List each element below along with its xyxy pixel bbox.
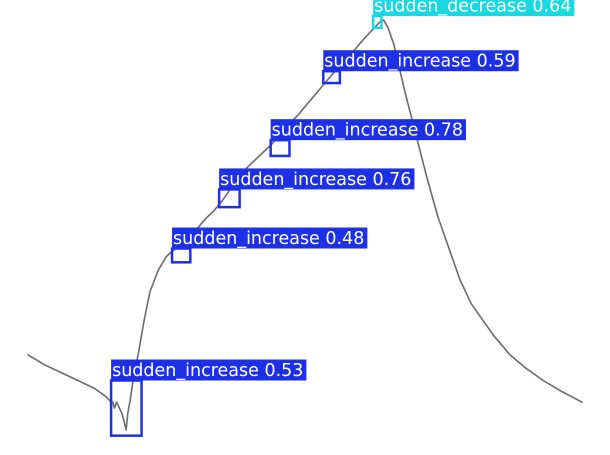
detection-box-0 <box>371 14 383 30</box>
detection-label-2: sudden_increase 0.78 <box>272 121 463 141</box>
detection-label-0: sudden_decrease 0.64 <box>374 0 571 17</box>
detection-label-3: sudden_increase 0.76 <box>220 170 411 190</box>
detection-label-bg-5 <box>111 359 307 381</box>
detection-label-bg-0 <box>373 0 575 17</box>
detection-box-4 <box>170 247 192 264</box>
detection-label-bg-1 <box>323 50 519 72</box>
detection-label-bg-4 <box>172 227 368 249</box>
detection-label-bg-3 <box>219 168 415 190</box>
detection-label-bg-2 <box>270 119 466 141</box>
detection-label-4: sudden_increase 0.48 <box>173 229 364 249</box>
detection-label-1: sudden_increase 0.59 <box>324 52 515 72</box>
detection-label-5: sudden_increase 0.53 <box>112 361 303 381</box>
detection-box-3 <box>217 188 241 209</box>
